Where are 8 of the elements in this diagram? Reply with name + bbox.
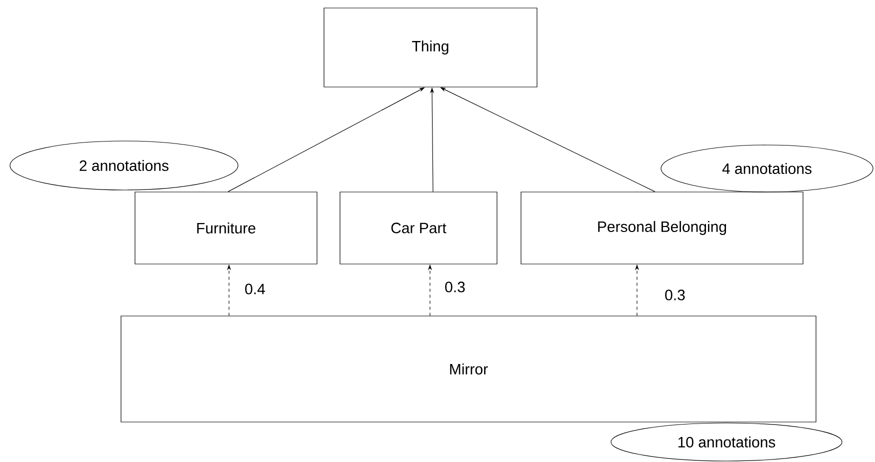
class-box: Mirror xyxy=(120,316,816,422)
class-box: Personal Belonging xyxy=(520,192,804,264)
class-box: Furniture xyxy=(134,192,318,264)
class-box: Thing xyxy=(324,8,538,88)
edge-label: 0.3 xyxy=(664,288,686,302)
edge-label: 0.4 xyxy=(244,282,266,296)
edge-label: 0.3 xyxy=(444,280,466,294)
class-box: Car Part xyxy=(340,192,498,264)
